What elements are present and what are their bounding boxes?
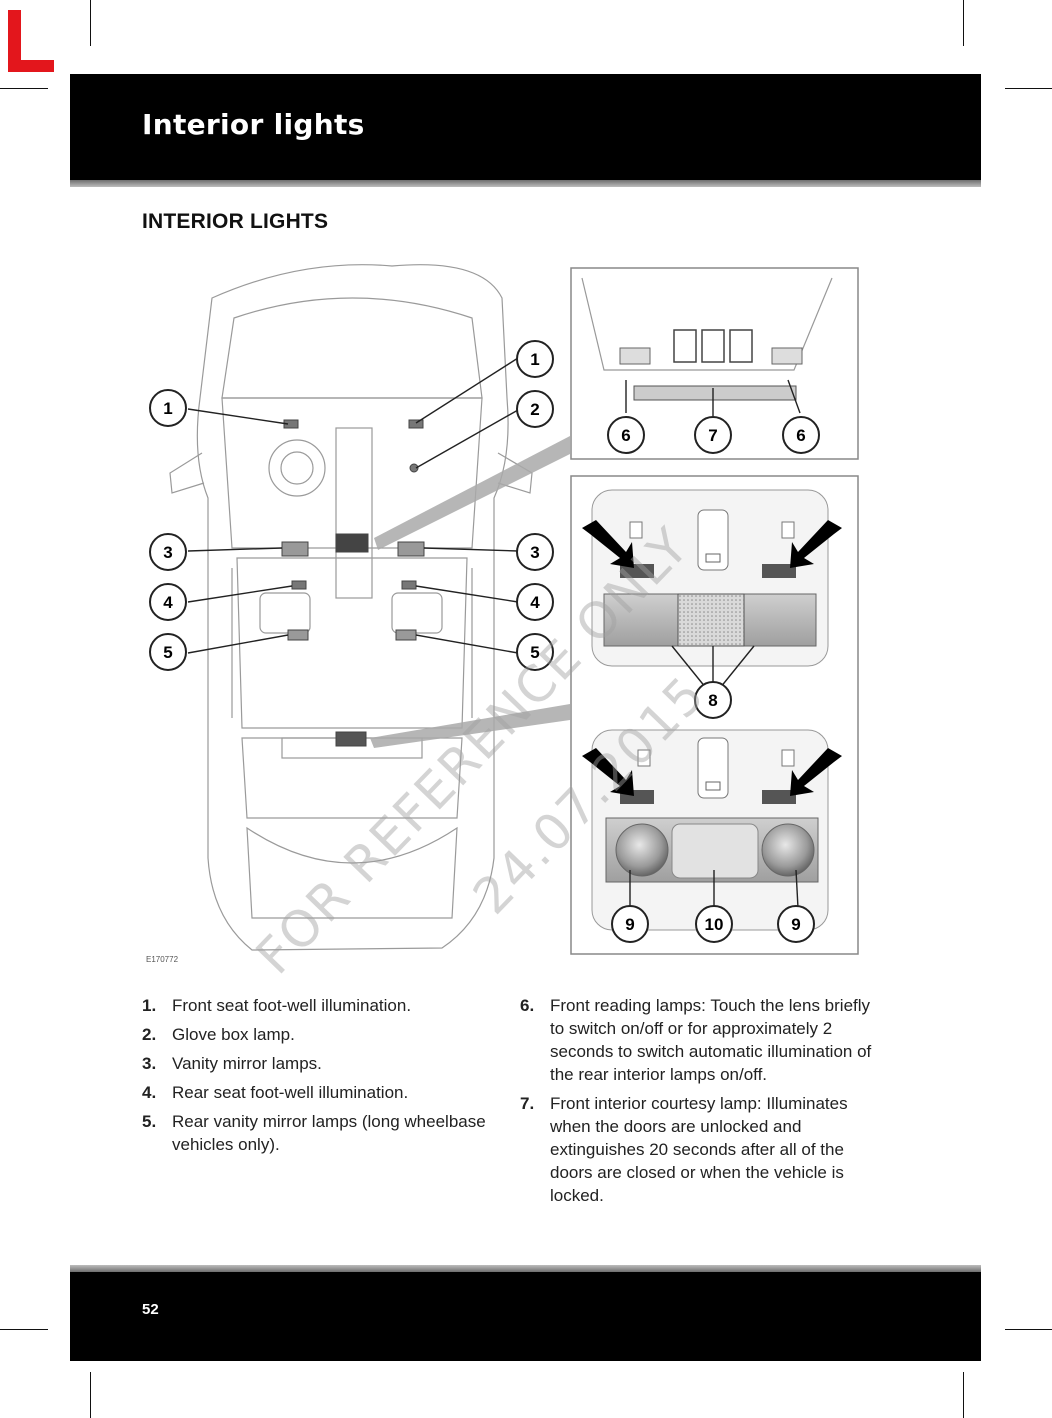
list-item: 1. Front seat foot-well illumination. [142,994,497,1017]
callout-label: 1 [530,350,539,369]
footer-band: 52 [70,1272,981,1361]
callout-label: 7 [708,426,717,445]
item-text: Glove box lamp. [172,1025,295,1044]
callout-1-left: 1 [149,389,187,427]
callout-label: 2 [530,400,539,419]
car-outline [169,264,533,951]
page-number: 52 [142,1301,159,1318]
list-item: 4. Rear seat foot-well illumination. [142,1081,497,1104]
callout-10: 10 [695,905,733,943]
callout-9-right: 9 [777,905,815,943]
list-item: 6. Front reading lamps: Touch the lens br… [520,994,880,1086]
list-item: 3. Vanity mirror lamps. [142,1052,497,1075]
callout-label: 4 [163,593,173,612]
crop-mark [0,1329,48,1330]
callout-label: 6 [796,426,805,445]
legend-list-left: 1. Front seat foot-well illumination. 2. G… [142,994,497,1162]
callout-8: 8 [694,681,732,719]
item-text: Front seat foot-well illumination. [172,996,412,1015]
figure-code: E170772 [146,955,179,964]
crop-mark [0,88,48,89]
crop-mark [963,1372,964,1418]
list-item: 7. Front interior courtesy lamp: Illumina… [520,1092,880,1207]
section-title: INTERIOR LIGHTS [142,210,329,233]
item-text: Rear seat foot-well illumination. [172,1083,409,1102]
crop-mark [1005,1329,1052,1330]
crop-mark [90,0,91,46]
callout-4-left: 4 [149,583,187,621]
callout-label: 3 [530,543,539,562]
callout-label: 3 [163,543,172,562]
item-text: Rear vanity mirror lamps (long wheelbase… [172,1112,486,1154]
corner-l-mark [4,10,54,72]
item-number: 5. [142,1112,157,1131]
figure-drawing: 1 1 2 3 3 4 4 5 5 6 7 6 8 9 10 9 [149,264,859,955]
callouts: 1 1 2 3 3 4 4 5 5 6 7 6 8 9 10 9 [149,340,820,943]
projection-beam [374,436,570,550]
item-text: Front interior courtesy lamp: Illuminate… [550,1094,848,1205]
car-lamps [281,419,425,747]
item-number: 4. [142,1083,157,1102]
callout-3-right: 3 [516,533,554,571]
callout-9-left: 9 [611,905,649,943]
callout-label: 5 [163,643,172,662]
page-title: Interior lights [142,108,365,141]
callout-2: 2 [516,390,554,428]
interior-lights-figure: 1 1 2 3 3 4 4 5 5 6 7 6 8 9 10 9 E170772 [142,258,860,970]
item-text: Front reading lamps: Touch the lens brie… [550,996,872,1084]
callout-label: 10 [705,915,724,934]
callout-label: 8 [708,691,717,710]
callout-7: 7 [694,416,732,454]
callout-label: 6 [621,426,630,445]
crop-mark [1005,88,1052,89]
header-rule [70,180,981,187]
callout-3-left: 3 [149,533,187,571]
legend-list-right: 6. Front reading lamps: Touch the lens br… [520,994,880,1213]
callout-label: 4 [530,593,540,612]
item-number: 7. [520,1094,535,1113]
pointer-arrows [582,520,842,796]
leader-lines [187,357,519,654]
crop-mark [90,1372,91,1418]
callout-5-right: 5 [516,633,554,671]
callout-label: 9 [625,915,634,934]
callout-4-right: 4 [516,583,554,621]
item-number: 6. [520,996,535,1015]
callout-5-left: 5 [149,633,187,671]
list-item: 2. Glove box lamp. [142,1023,497,1046]
callout-label: 9 [791,915,800,934]
crop-mark [963,0,964,46]
callout-label: 5 [530,643,539,662]
item-number: 3. [142,1054,157,1073]
callout-6-left: 6 [607,416,645,454]
callout-label: 1 [163,399,172,418]
header-band: Interior lights [70,74,981,182]
projection-beam [370,704,570,748]
callout-1-right: 1 [516,340,554,378]
list-item: 5. Rear vanity mirror lamps (long wheelba… [142,1110,497,1156]
item-number: 2. [142,1025,157,1044]
footer-rule [70,1265,981,1272]
item-number: 1. [142,996,157,1015]
item-text: Vanity mirror lamps. [172,1054,322,1073]
callout-6-right: 6 [782,416,820,454]
